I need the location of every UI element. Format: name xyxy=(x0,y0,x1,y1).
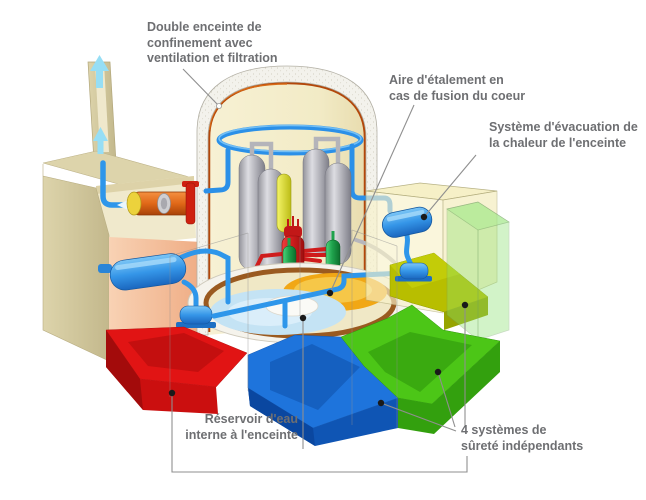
construction-lines xyxy=(169,229,398,428)
leader-systeme xyxy=(423,154,477,218)
leader-red-basin xyxy=(171,393,468,473)
leader-green-basin xyxy=(437,371,456,428)
up-arrow-icon xyxy=(93,127,108,154)
dot-aire xyxy=(326,289,334,297)
flow-arrow xyxy=(117,200,128,210)
dot-blue-basin xyxy=(377,399,385,407)
leader-lines xyxy=(171,68,477,473)
dot-double-enceinte xyxy=(215,103,222,110)
up-arrow-icon xyxy=(90,55,109,88)
label-double-enceinte: Double enceinte de confinement avec vent… xyxy=(147,20,278,65)
suction-line xyxy=(211,270,405,319)
transparent-green-box xyxy=(446,201,510,341)
dot-reservoir xyxy=(299,314,307,322)
safety-division-green xyxy=(340,304,501,434)
label-reservoir: Réservoir d'eau interne à l'enceinte xyxy=(185,412,298,442)
pump xyxy=(399,262,429,280)
safety-division-blue xyxy=(247,334,399,446)
filter-cap xyxy=(126,191,142,216)
safety-basins xyxy=(105,304,501,446)
left-wall xyxy=(42,164,110,362)
left-safety-train xyxy=(98,248,405,328)
filtration-system xyxy=(100,160,199,225)
leader-double-enceinte xyxy=(182,68,220,107)
vent-pipe xyxy=(100,160,131,208)
dot-olive-basin xyxy=(461,301,469,309)
label-systeme-evacuation: Système d'évacuation de la chaleur de l'… xyxy=(489,120,638,150)
pump xyxy=(179,305,213,325)
right-safety-buildings xyxy=(365,182,510,341)
heat-removal-exchanger xyxy=(381,206,433,282)
label-quatre-systemes: 4 systèmes de sûreté indépendants xyxy=(461,423,584,453)
dot-systeme xyxy=(420,213,428,221)
leader-aire xyxy=(329,104,415,294)
ventilation-arrows xyxy=(90,55,109,154)
leader-dots xyxy=(168,103,469,407)
filter-valve xyxy=(185,182,196,225)
dot-green-basin xyxy=(434,368,442,376)
leader-blue-basin xyxy=(380,402,457,432)
dot-red-basin xyxy=(168,389,176,397)
safety-division-red xyxy=(105,326,248,414)
label-aire-etalement: Aire d'étalement en cas de fusion du coe… xyxy=(389,73,526,103)
